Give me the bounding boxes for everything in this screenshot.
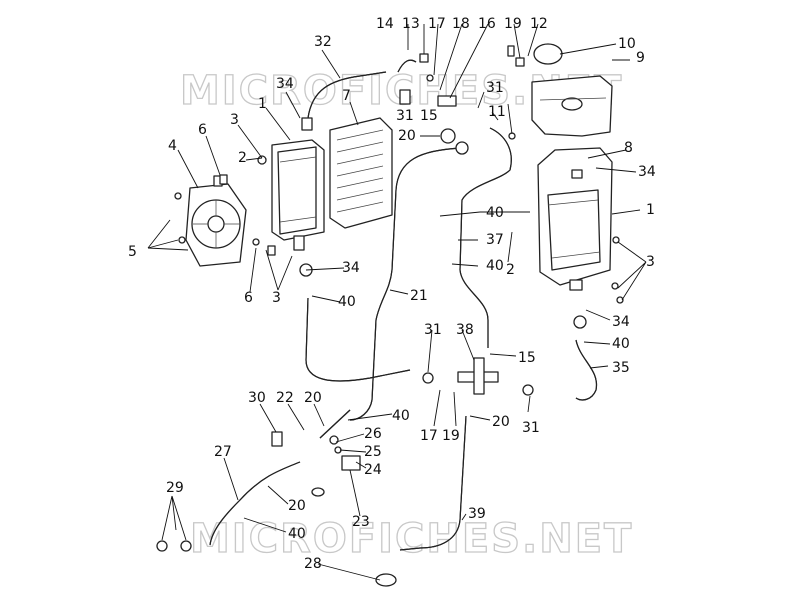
callout-40-d: 40 bbox=[486, 258, 504, 274]
callout-3-b: 3 bbox=[272, 290, 281, 306]
callout-40-a: 40 bbox=[338, 294, 356, 310]
callout-13: 13 bbox=[402, 16, 420, 32]
right-radiator bbox=[537, 147, 613, 291]
callout-16: 16 bbox=[478, 16, 496, 32]
callout-32: 32 bbox=[314, 34, 332, 50]
leader-lines bbox=[147, 23, 647, 581]
callout-31-a: 31 bbox=[396, 108, 414, 124]
callout-1-b: 1 bbox=[646, 202, 655, 218]
callout-31-b: 31 bbox=[486, 80, 504, 96]
callout-26: 26 bbox=[364, 426, 382, 442]
callout-34-c: 34 bbox=[638, 164, 656, 180]
coolant-reservoir bbox=[531, 43, 613, 137]
callout-40-e: 40 bbox=[392, 408, 410, 424]
callout-38: 38 bbox=[456, 322, 474, 338]
callout-31-d: 31 bbox=[522, 420, 540, 436]
callout-17-b: 17 bbox=[420, 428, 438, 444]
callout-40-b: 40 bbox=[612, 336, 630, 352]
callout-12: 12 bbox=[530, 16, 548, 32]
callout-1-a: 1 bbox=[258, 96, 267, 112]
callout-35: 35 bbox=[612, 360, 630, 376]
callout-30: 30 bbox=[248, 390, 266, 406]
callout-28: 28 bbox=[304, 556, 322, 572]
callout-22: 22 bbox=[276, 390, 294, 406]
callout-18: 18 bbox=[452, 16, 470, 32]
callout-34-d: 34 bbox=[612, 314, 630, 330]
callout-17-a: 17 bbox=[428, 16, 446, 32]
callout-6-a: 6 bbox=[198, 122, 207, 138]
callout-19-a: 19 bbox=[504, 16, 522, 32]
callout-34-a: 34 bbox=[276, 76, 294, 92]
cooling-fan bbox=[185, 175, 247, 267]
watermark-bottom: MICROFICHES.NET bbox=[190, 516, 633, 562]
callout-2-b: 2 bbox=[506, 262, 515, 278]
callout-20-c: 20 bbox=[304, 390, 322, 406]
callout-5: 5 bbox=[128, 244, 137, 260]
callout-3-a: 3 bbox=[230, 112, 239, 128]
callout-40-f: 40 bbox=[288, 526, 306, 542]
callout-10: 10 bbox=[618, 36, 636, 52]
callout-39: 39 bbox=[468, 506, 486, 522]
callout-20-d: 20 bbox=[288, 498, 306, 514]
left-radiator bbox=[271, 117, 325, 251]
callout-23: 23 bbox=[352, 514, 370, 530]
callout-15-b: 15 bbox=[518, 350, 536, 366]
callout-25: 25 bbox=[364, 444, 382, 460]
callout-11: 11 bbox=[488, 104, 506, 120]
callout-40-c: 40 bbox=[486, 205, 504, 221]
hoses bbox=[209, 59, 598, 551]
callout-6-b: 6 bbox=[244, 290, 253, 306]
callout-19-b: 19 bbox=[442, 428, 460, 444]
callout-8: 8 bbox=[624, 140, 633, 156]
callout-27: 27 bbox=[214, 444, 232, 460]
radiator-shroud bbox=[329, 117, 393, 229]
callout-20-a: 20 bbox=[398, 128, 416, 144]
callout-2-a: 2 bbox=[238, 150, 247, 166]
callout-29: 29 bbox=[166, 480, 184, 496]
callout-labels: 32 34 1 7 3 6 4 2 5 6 3 34 40 21 20 31 1… bbox=[128, 16, 656, 572]
callout-3-c: 3 bbox=[646, 254, 655, 270]
callout-14: 14 bbox=[376, 16, 394, 32]
callout-20-b: 20 bbox=[492, 414, 510, 430]
callout-4: 4 bbox=[168, 138, 177, 154]
t-fitting bbox=[457, 357, 499, 395]
callout-21: 21 bbox=[410, 288, 428, 304]
callout-37: 37 bbox=[486, 232, 504, 248]
callout-15-a: 15 bbox=[420, 108, 438, 124]
callout-24: 24 bbox=[364, 462, 382, 478]
callout-31-c: 31 bbox=[424, 322, 442, 338]
callout-9: 9 bbox=[636, 50, 645, 66]
callout-34-b: 34 bbox=[342, 260, 360, 276]
callout-7: 7 bbox=[342, 88, 351, 104]
